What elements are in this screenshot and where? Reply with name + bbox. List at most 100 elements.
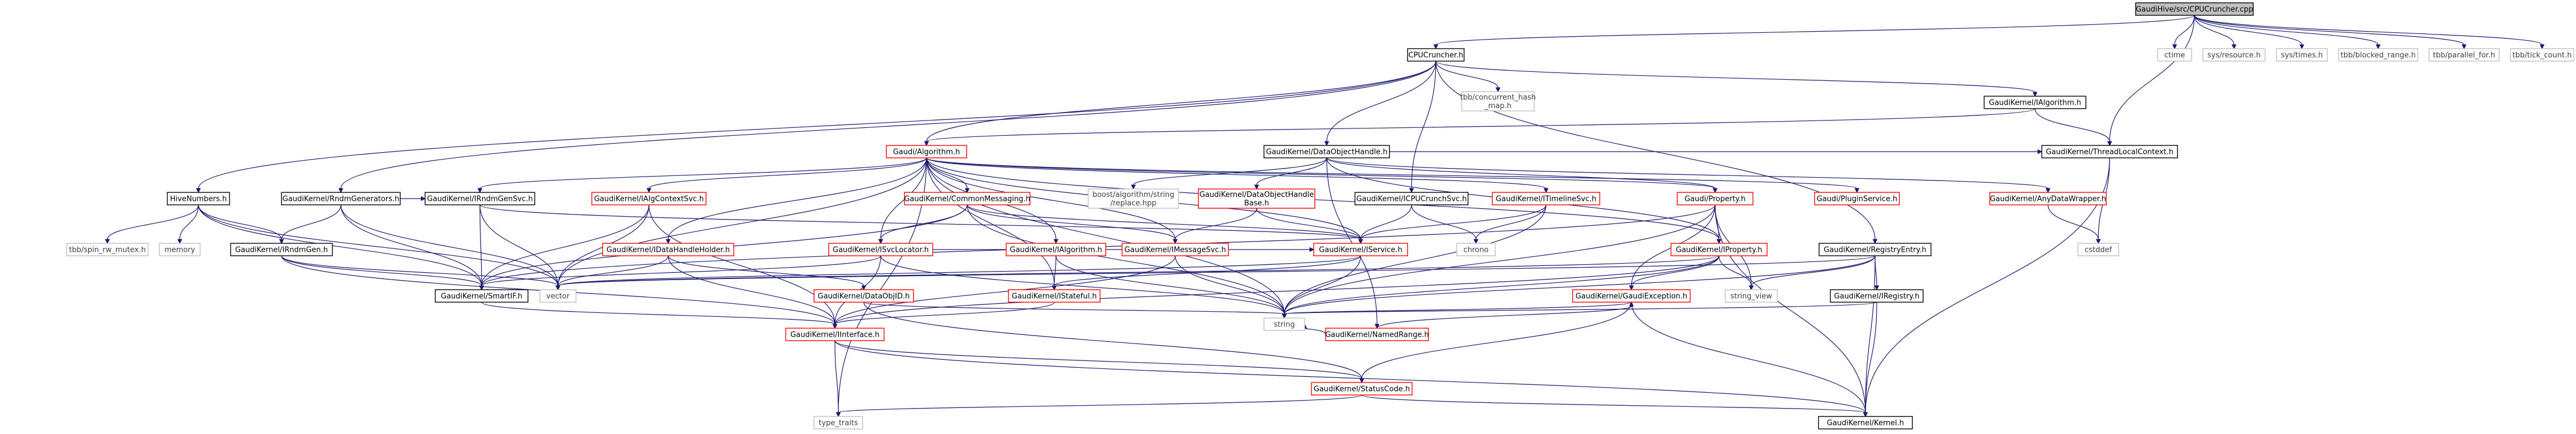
edge-arrowhead xyxy=(1716,239,1722,244)
node-ctime: ctime xyxy=(2157,48,2192,62)
node-namedrange[interactable]: GaudiKernel/NamedRange.h xyxy=(1325,328,1429,341)
node-rndmgens[interactable]: GaudiKernel/RndmGenerators.h xyxy=(281,192,401,205)
edge-root-to-ctime xyxy=(2172,15,2195,50)
node-irndmgensvc[interactable]: GaudiKernel/IRndmGenSvc.h xyxy=(425,192,535,205)
edge-line xyxy=(668,255,835,325)
edge-arrowhead xyxy=(1748,285,1754,291)
node-cpucruncher[interactable]: CPUCruncher.h xyxy=(1407,48,1465,62)
node-box xyxy=(66,243,149,256)
edge-rndmgens-to-smartif xyxy=(340,204,484,291)
edge-line xyxy=(926,157,1720,240)
edge-line xyxy=(198,204,282,240)
edge-arrowhead xyxy=(1854,188,1860,194)
edge-arrowhead xyxy=(1629,285,1634,291)
node-imessagesvc[interactable]: GaudiKernel/IMessageSvc.h xyxy=(1122,243,1229,256)
edge-line xyxy=(1054,255,1057,286)
node-anydata[interactable]: GaudiKernel/AnyDataWrapper.h xyxy=(1989,192,2107,205)
node-label-line: GaudiKernel/IRndmGenSvc.h xyxy=(427,195,532,204)
edge-line xyxy=(1435,61,1499,88)
node-iinterface[interactable]: GaudiKernel/IInterface.h xyxy=(785,328,885,341)
edge-arrowhead xyxy=(555,285,561,291)
edge-line xyxy=(1865,255,1876,413)
edge-galgorithm-to-gplugin xyxy=(926,157,1860,194)
edge-line xyxy=(1256,208,1361,240)
node-idataholder[interactable]: GaudiKernel/IDataHandleHolder.h xyxy=(602,243,734,256)
edge-line xyxy=(1411,204,1477,240)
node-box xyxy=(539,289,577,303)
node-statuscode[interactable]: GaudiKernel/StatusCode.h xyxy=(1311,382,1413,396)
node-registryentry[interactable]: GaudiKernel/RegistryEntry.h xyxy=(1819,243,1932,256)
node-box xyxy=(230,243,333,256)
node-istateful[interactable]: GaudiKernel/IStateful.h xyxy=(1008,289,1101,303)
node-kalgorithm[interactable]: GaudiKernel/IAlgorithm.h xyxy=(1984,96,2086,109)
edge-line xyxy=(834,255,1720,325)
node-label-line: GaudiKernel/ISvcLocator.h xyxy=(833,246,929,255)
node-box xyxy=(1830,289,1924,303)
node-dohandle[interactable]: GaudiKernel/DataObjectHandle.h xyxy=(1263,145,1390,158)
node-iregistry[interactable]: GaudiKernel/IRegistry.h xyxy=(1830,289,1924,303)
node-gexception[interactable]: GaudiKernel/GaudiException.h xyxy=(1572,289,1691,303)
node-ialgcontext[interactable]: GaudiKernel/IAlgContextSvc.h xyxy=(591,192,707,205)
edge-iproperty-to-gexception xyxy=(1629,255,1720,291)
edge-root-to-tbbtick xyxy=(2194,15,2545,50)
edge-gexception-to-kernel xyxy=(1631,302,1868,418)
edge-layer xyxy=(105,15,2545,418)
node-iservice[interactable]: GaudiKernel/IService.h xyxy=(1313,243,1408,256)
edge-line xyxy=(198,61,1436,189)
node-box xyxy=(1407,48,1465,62)
edge-galgorithm-to-ialgcontext xyxy=(646,157,927,194)
node-label-line: tbb/parallel_for.h xyxy=(2433,51,2495,60)
node-box xyxy=(886,145,967,158)
node-box xyxy=(1313,243,1408,256)
node-itimeline[interactable]: GaudiKernel/ITimelineSvc.h xyxy=(1492,192,1600,205)
edge-line xyxy=(198,204,559,286)
node-hivenumbers[interactable]: HiveNumbers.h xyxy=(167,192,230,205)
node-isvclocator[interactable]: GaudiKernel/ISvcLocator.h xyxy=(828,243,933,256)
edge-line xyxy=(281,255,559,286)
edge-line xyxy=(479,204,559,286)
node-label-line: /replace.hpp xyxy=(1110,199,1156,208)
node-label: GaudiKernel/IAlgContextSvc.h xyxy=(594,195,704,204)
edge-root-to-tlc xyxy=(2107,15,2195,147)
edge-hivenumbers-to-irndmgen xyxy=(198,204,284,244)
node-box xyxy=(1725,289,1778,303)
node-smartif[interactable]: GaudiKernel/SmartIF.h xyxy=(435,289,529,303)
edge-line xyxy=(1284,255,1876,315)
node-kernel[interactable]: GaudiKernel/Kernel.h xyxy=(1818,416,1913,429)
node-icpucrunch[interactable]: GaudiKernel/ICPUCrunchSvc.h xyxy=(1354,192,1469,205)
node-galgorithm[interactable]: Gaudi/Algorithm.h xyxy=(886,145,967,158)
node-iproperty[interactable]: GaudiKernel/IProperty.h xyxy=(1670,243,1768,256)
node-label: string_view xyxy=(1730,293,1772,301)
edge-arrowhead xyxy=(1309,247,1315,252)
edge-line xyxy=(967,204,1176,240)
node-ialgorithm2[interactable]: GaudiKernel/IAlgorithm.h xyxy=(1006,243,1106,256)
node-tlc[interactable]: GaudiKernel/ThreadLocalContext.h xyxy=(2041,145,2178,158)
node-label-line: GaudiKernel/DataObjectHandle.h xyxy=(1266,148,1388,157)
edge-line xyxy=(648,157,927,189)
edge-line xyxy=(926,157,1176,240)
edge-istateful-to-iinterface xyxy=(832,302,1055,329)
edge-galgorithm-to-idataholder xyxy=(665,157,927,244)
edge-line xyxy=(340,204,482,286)
edge-arrowhead xyxy=(1172,239,1178,244)
edge-iinterface-to-statuscode xyxy=(834,340,1365,384)
edge-dataobjid-to-statuscode xyxy=(863,302,1365,384)
node-label: tbb/spin_rw_mutex.h xyxy=(69,246,146,255)
edge-arrowhead xyxy=(196,188,201,194)
node-irndmgen[interactable]: GaudiKernel/IRndmGen.h xyxy=(230,243,333,256)
edge-arrowhead xyxy=(2107,141,2112,147)
edge-arrowhead xyxy=(1409,188,1414,194)
edge-arrowhead xyxy=(1863,412,1868,418)
node-dataobjid[interactable]: GaudiKernel/DataObjID.h xyxy=(813,289,914,303)
node-gplugin[interactable]: Gaudi/PluginService.h xyxy=(1814,192,1900,205)
edge-galgorithm-to-iproperty xyxy=(926,157,1722,244)
node-gproperty[interactable]: Gaudi/Property.h xyxy=(1677,192,1754,205)
node-box xyxy=(1814,192,1900,205)
node-commonmsg[interactable]: GaudiKernel/CommonMessaging.h xyxy=(904,192,1031,205)
edge-line xyxy=(340,61,1436,189)
node-label-line: tbb/concurrent_hash xyxy=(1460,93,1536,102)
node-label: CPUCruncher.h xyxy=(1408,51,1463,60)
node-box xyxy=(2510,48,2574,62)
edge-root-to-systimes xyxy=(2194,15,2305,50)
